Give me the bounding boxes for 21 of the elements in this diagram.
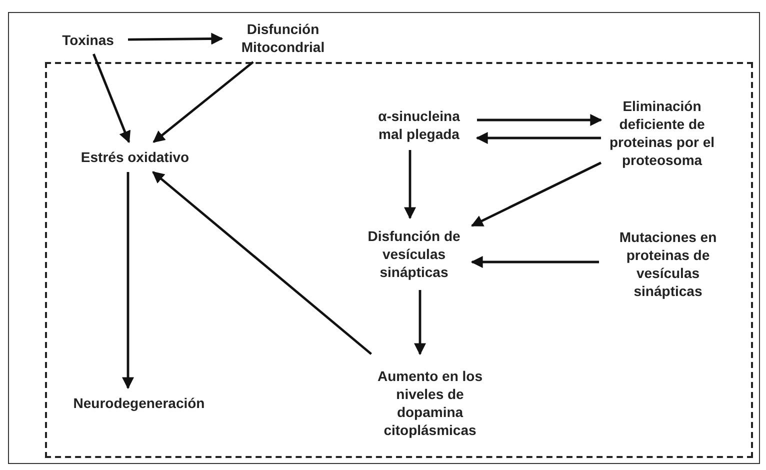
arrow: [92, 54, 131, 144]
node-label: Disfunción de vesículas sinápticas: [366, 227, 462, 281]
dashed-frame: [45, 62, 753, 458]
node-label: Aumento en los niveles de dopamina citoplásmicas: [376, 367, 484, 439]
arrow: [470, 162, 602, 227]
arrow: [122, 172, 134, 390]
node-label: Neurodegeneración: [73, 394, 205, 412]
arrow: [470, 256, 599, 268]
arrow: [128, 32, 224, 45]
arrow: [476, 132, 601, 144]
node-label: Estrés oxidativo: [80, 148, 190, 166]
node-label: Mutaciones en proteinas de vesículas sinápticas: [618, 228, 718, 300]
node-label: Disfunción Mitocondrial: [240, 20, 326, 56]
arrow: [477, 114, 602, 126]
node-label: Eliminación deficiente de proteinas por el proteosoma: [608, 97, 716, 169]
arrow: [414, 290, 426, 356]
arrow: [152, 171, 372, 355]
arrow: [404, 150, 416, 220]
node-label: α-sinucleina mal plegada: [377, 107, 461, 143]
node-label: Toxinas: [62, 31, 114, 49]
arrow: [152, 61, 254, 143]
